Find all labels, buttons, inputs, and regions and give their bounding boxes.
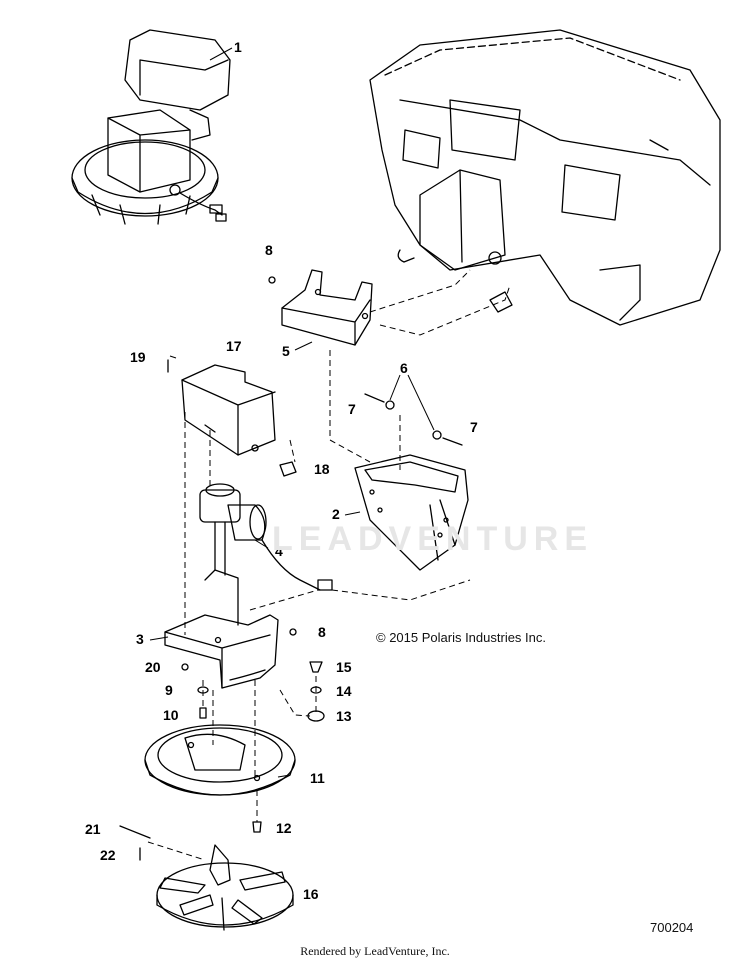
callout-3: 3 xyxy=(136,631,144,647)
callout-19: 19 xyxy=(130,349,146,365)
callout-4: 4 xyxy=(275,543,283,559)
leader-lines xyxy=(149,47,435,778)
callout-8a: 8 xyxy=(265,242,273,258)
callout-13: 13 xyxy=(336,708,352,724)
callout-6: 6 xyxy=(400,360,408,376)
footer-credit: Rendered by LeadVenture, Inc. xyxy=(300,944,450,958)
callout-21: 21 xyxy=(85,821,101,837)
callout-9: 9 xyxy=(165,682,173,698)
callout-20: 20 xyxy=(145,659,161,675)
motor-4 xyxy=(199,483,333,591)
callout-7a: 7 xyxy=(348,401,356,417)
callout-8b: 8 xyxy=(318,624,326,640)
vehicle-rear-body xyxy=(369,29,721,326)
assembly-guide-lines xyxy=(147,269,511,861)
callout-7b: 7 xyxy=(470,419,478,435)
watermark: LEADVENTURE xyxy=(272,520,594,558)
hopper-11 xyxy=(144,724,296,796)
callout-5: 5 xyxy=(282,343,290,359)
diagram-id: 700204 xyxy=(650,920,694,935)
callout-14: 14 xyxy=(336,683,352,699)
callout-10: 10 xyxy=(163,707,179,723)
copyright-text: © 2015 Polaris Industries Inc. xyxy=(376,630,546,645)
callout-17: 17 xyxy=(226,338,242,354)
callout-22: 22 xyxy=(100,847,116,863)
spreader-assembly-1 xyxy=(71,29,231,225)
callout-1: 1 xyxy=(234,39,242,55)
chute-2 xyxy=(354,454,469,571)
mount-plate-3 xyxy=(164,569,279,689)
callout-2: 2 xyxy=(332,506,340,522)
callout-11: 11 xyxy=(310,770,325,786)
motor-cover-17 xyxy=(181,364,276,456)
spinner-16 xyxy=(156,844,294,931)
callout-16: 16 xyxy=(303,886,319,902)
mount-bracket-5 xyxy=(281,269,373,346)
callout-15: 15 xyxy=(336,659,352,675)
callout-18: 18 xyxy=(314,461,330,477)
callout-labels: 1 8 5 19 17 6 7 7 18 2 4 8 3 20 15 9 14 … xyxy=(85,39,478,902)
callout-12: 12 xyxy=(276,820,292,836)
